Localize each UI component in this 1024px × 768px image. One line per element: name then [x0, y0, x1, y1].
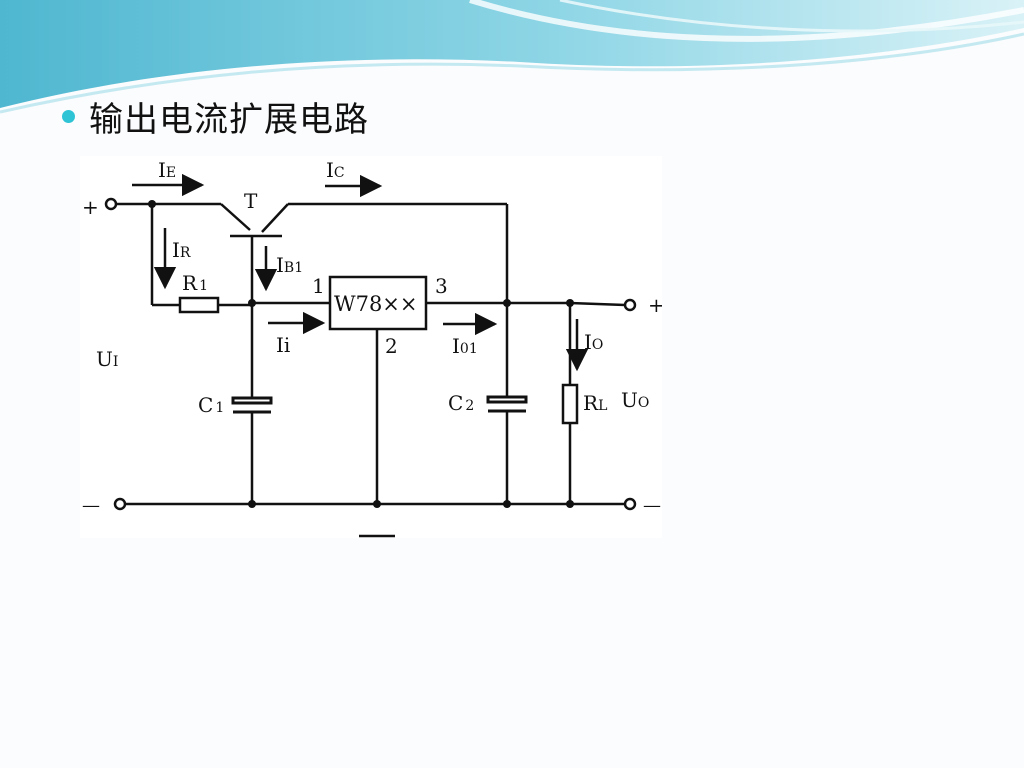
- transistor-collector: [261, 203, 289, 233]
- label-ui: UI: [96, 347, 118, 371]
- label-pin-3: 3: [435, 274, 448, 298]
- label-plus-in: +: [82, 195, 99, 219]
- junction-dot: [248, 500, 256, 508]
- label-minus-in: —: [82, 495, 100, 516]
- title-row: 输出电流扩展电路: [62, 92, 369, 141]
- resistor-rl: [561, 383, 579, 425]
- label-pin-1: 1: [312, 274, 325, 298]
- capacitor-c1-plate-top: [231, 396, 273, 405]
- terminal-output-plus: [623, 298, 637, 312]
- junction-dot: [373, 500, 381, 508]
- label-minus-out: —: [643, 495, 661, 516]
- label-rl: RL: [583, 391, 607, 415]
- label-ib1: IB1: [276, 253, 303, 277]
- regulator-box: [328, 275, 428, 331]
- terminal-input-minus: [113, 497, 127, 511]
- resistor-r1: [178, 296, 220, 314]
- label-ic: IC: [326, 158, 345, 182]
- wire-ib-emitter: [220, 203, 251, 231]
- label-regulator: W78××: [334, 292, 418, 316]
- header-wave-decoration: [0, 0, 1024, 114]
- label-ir: IR: [172, 238, 191, 262]
- label-transistor-t: T: [244, 189, 258, 213]
- label-i01: I01: [452, 334, 478, 358]
- junction-dot: [148, 200, 156, 208]
- label-uo: UO: [621, 388, 649, 412]
- capacitor-c2-plate-top: [486, 395, 528, 404]
- label-io: IO: [584, 330, 603, 354]
- junction-dot: [503, 500, 511, 508]
- label-plus-out: +: [648, 293, 662, 317]
- terminal-output-minus: [623, 497, 637, 511]
- slide-title: 输出电流扩展电路: [89, 100, 369, 140]
- terminal-input-plus: [104, 197, 118, 211]
- junction-dot: [248, 299, 256, 307]
- label-pin-2: 2: [385, 334, 398, 358]
- bullet-icon: [62, 110, 75, 123]
- label-ii: Ii: [276, 333, 290, 357]
- junction-dot: [566, 299, 574, 307]
- junction-dot: [566, 500, 574, 508]
- label-ie: IE: [158, 158, 176, 182]
- wire-out-terminal: [569, 301, 626, 307]
- junction-dot: [503, 299, 511, 307]
